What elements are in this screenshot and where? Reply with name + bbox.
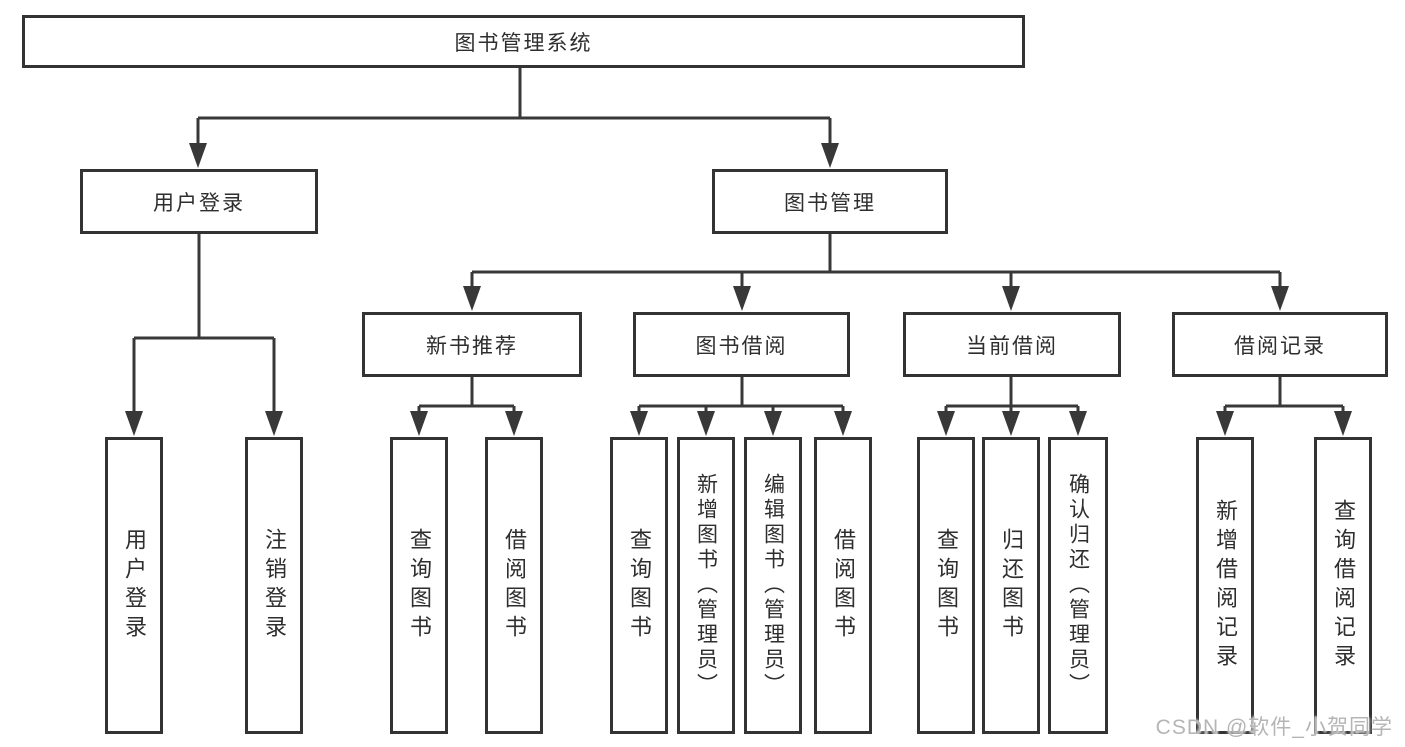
connector-userlogin-to-leaves [132,234,276,414]
leaf-logout-label: 注销登录 [262,527,287,644]
connector-bookmgmt-to-level3 [470,234,1282,289]
leaf-borrow-query-label: 查询图书 [627,527,652,644]
connector-newbook-to-leaves [417,377,516,414]
leaf-borrow-borrow: 借阅图书 [814,437,872,734]
arrow-nb-query [410,411,428,436]
leaf-newbook-query-label: 查询图书 [407,527,432,644]
leaf-borrow-edit-admin-label: 编辑图书（管理员） [761,473,785,698]
arrow-leaf-login [125,411,143,436]
leaf-user-login-label: 用户登录 [122,527,147,644]
leaf-newbook-borrow: 借阅图书 [485,437,543,734]
arrow-bb-edit [764,411,782,436]
arrow-new-book [463,286,481,311]
leaf-newbook-borrow-label: 借阅图书 [502,527,527,644]
leaf-records-query: 查询借阅记录 [1314,437,1372,734]
arrow-br-add [1216,411,1234,436]
leaf-newbook-query: 查询图书 [390,437,448,734]
connector-records-to-leaves [1223,377,1345,414]
leaf-borrow-add-admin-label: 新增图书（管理员） [694,473,718,698]
leaf-borrow-edit-admin: 编辑图书（管理员） [744,437,802,734]
node-user-login-label: 用户登录 [153,191,245,215]
arrow-borrow-records [1271,286,1289,311]
connector-root-to-level2 [196,68,832,146]
node-book-borrow-label: 图书借阅 [695,334,788,358]
arrow-cb-query [937,411,955,436]
arrow-bb-query [630,411,648,436]
node-book-mgmt-label: 图书管理 [784,191,876,215]
leaf-borrow-query: 查询图书 [610,437,668,734]
connector-bookborrow-to-leaves [637,377,845,414]
arrowheads [125,143,1352,436]
arrow-br-query [1334,411,1352,436]
leaf-current-confirm-admin-label: 确认归还（管理员） [1066,473,1090,698]
node-new-book: 新书推荐 [362,312,582,377]
arrow-bb-borrow [834,411,852,436]
arrow-leaf-logout [265,411,283,436]
node-current-borrow: 当前借阅 [903,312,1121,377]
node-root-label: 图书管理系统 [454,31,593,55]
leaf-current-query-label: 查询图书 [934,527,959,644]
node-book-borrow: 图书借阅 [633,312,850,377]
node-book-mgmt: 图书管理 [712,169,948,234]
node-current-borrow-label: 当前借阅 [966,334,1058,358]
leaf-current-query: 查询图书 [917,437,975,734]
node-root: 图书管理系统 [22,15,1025,68]
arrow-cb-confirm [1069,411,1087,436]
arrow-book-borrow [733,286,751,311]
node-user-login: 用户登录 [80,169,318,234]
arrow-book-mgmt [821,143,839,168]
connector-currentborrow-to-leaves [944,377,1080,414]
leaf-records-add: 新增借阅记录 [1196,437,1254,734]
leaf-borrow-borrow-label: 借阅图书 [831,527,856,644]
arrow-current-borrow [1002,286,1020,311]
arrow-cb-return [1002,411,1020,436]
leaf-current-return-label: 归还图书 [999,527,1024,644]
node-borrow-records: 借阅记录 [1172,312,1388,377]
leaf-records-add-label: 新增借阅记录 [1213,498,1238,673]
leaf-user-login: 用户登录 [105,437,163,734]
node-new-book-label: 新书推荐 [426,334,518,358]
leaf-current-confirm-admin: 确认归还（管理员） [1048,437,1108,734]
node-borrow-records-label: 借阅记录 [1234,334,1326,358]
leaf-current-return: 归还图书 [982,437,1040,734]
arrow-nb-borrow [505,411,523,436]
leaf-logout: 注销登录 [245,437,303,734]
arrow-bb-add [697,411,715,436]
csdn-watermark: CSDN @软件_小贺同学 [1155,716,1393,739]
leaf-records-query-label: 查询借阅记录 [1331,498,1356,673]
leaf-borrow-add-admin: 新增图书（管理员） [677,437,735,734]
arrow-user-login [189,143,207,168]
